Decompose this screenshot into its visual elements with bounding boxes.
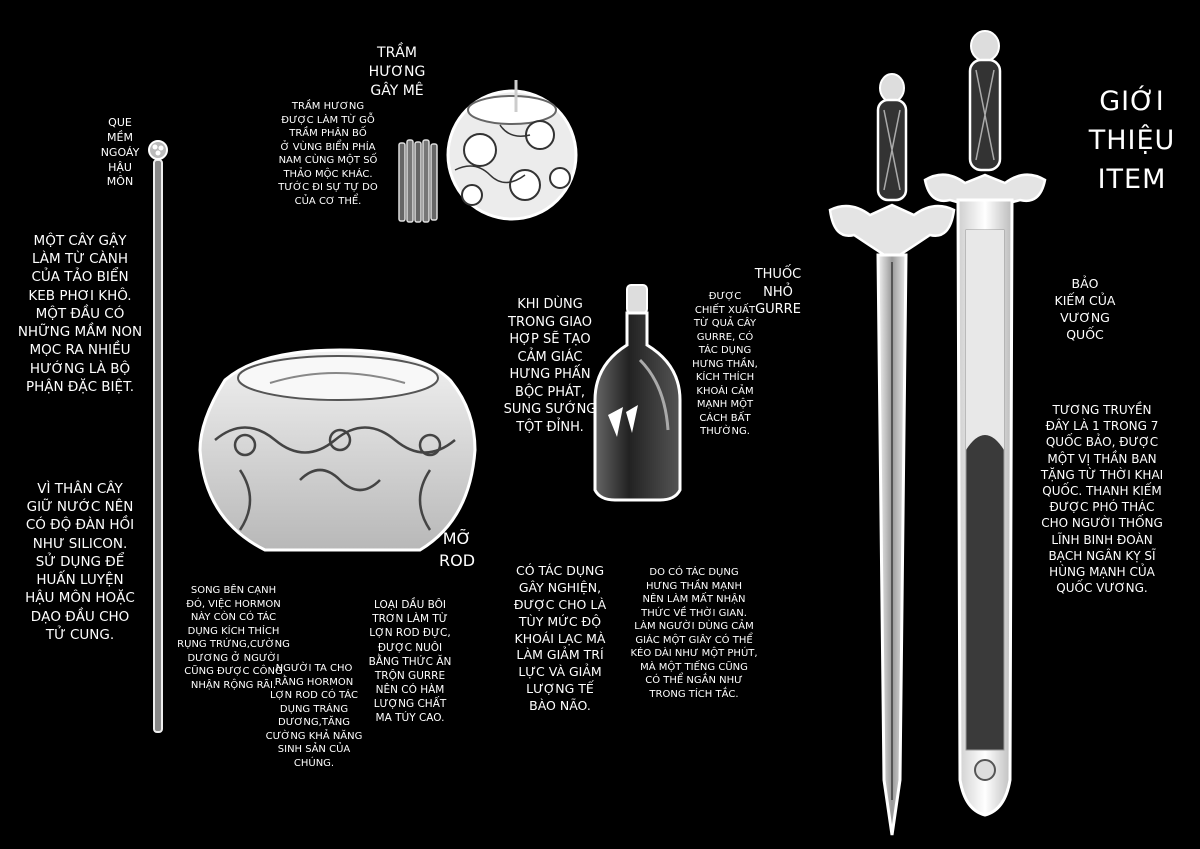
incense-item-name: TRẦM HƯƠNG GÂY MÊ: [368, 45, 426, 99]
rod-illustration: [148, 140, 168, 733]
page-title: GIỚI THIỆU ITEM: [1088, 86, 1176, 196]
drops-description-b2: DO CÓ TÁC DỤNG HƯNG THẦN MẠNH NÊN LÀM MẤ…: [630, 567, 758, 700]
lard-description-3: LOẠI DẦU BÔI TRƠN LÀM TỪ LỢN ROD ĐỰC, ĐƯ…: [368, 599, 452, 725]
lard-item-name: MỠ ROD: [438, 529, 476, 570]
rod-item-name: QUE MỀM NGOÁY HẬU MÔN: [100, 116, 140, 189]
sword-illustration: [828, 73, 956, 836]
incense-sticks-illustration: [398, 139, 438, 223]
sword-description: TƯƠNG TRUYỀN ĐÂY LÀ 1 TRONG 7 QUỐC BẢO, …: [1040, 403, 1164, 596]
rod-description-1: MỘT CÂY GẬY LÀM TỪ CÀNH CỦA TẢO BIỂN KEB…: [17, 233, 143, 395]
rod-description-2: VÌ THÂN CÂY GIỮ NƯỚC NÊN CÓ ĐỘ ĐÀN HỒI N…: [25, 481, 135, 643]
sheathed-sword-illustration: [923, 30, 1047, 817]
drops-side-description: ĐƯỢC CHIẾT XUẤT TỪ QUẢ CÂY GURRE, CÓ TÁC…: [692, 291, 758, 437]
drops-description-b1: CÓ TÁC DỤNG GÂY NGHIỆN, ĐƯỢC CHO LÀ TÙY …: [513, 563, 607, 713]
lard-description-2: NGƯỜI TA CHO RẰNG HORMON LỢN ROD CÓ TÁC …: [265, 663, 363, 769]
drops-item-name: THUỐC NHỎ GURRE: [754, 267, 802, 318]
sword-item-name: BẢO KIẾM CỦA VƯƠNG QUỐC: [1054, 276, 1116, 342]
drops-main-description: KHI DÙNG TRONG GIAO HỢP SẼ TẠO CẢM GIÁC …: [503, 297, 597, 435]
lard-description-1: SONG BÊN CẠNH ĐÓ, VIỆC HORMON NÀY CÒN CÓ…: [177, 585, 290, 691]
lard-pot-illustration: [198, 348, 477, 552]
incense-burner-illustration: [446, 80, 578, 221]
gurre-bottle-illustration: [593, 284, 682, 502]
incense-description: TRẦM HƯƠNG ĐƯỢC LÀM TỪ GỖ TRẦM PHÂN BỐ Ở…: [278, 101, 378, 207]
